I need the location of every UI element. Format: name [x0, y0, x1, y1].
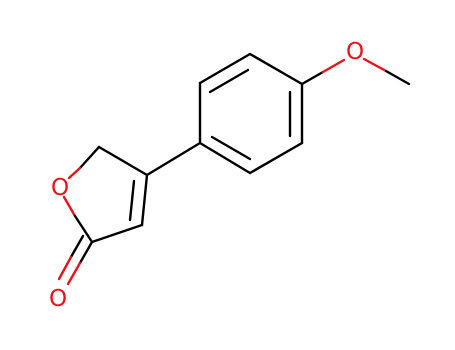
bond-c2-c3 [90, 223, 144, 244]
bond-ar6-ar1 [198, 141, 252, 175]
bond-ar4-ome-red [321, 58, 346, 74]
ring-oxygen-label: O [51, 175, 69, 201]
bond-ar5-ar6 [248, 141, 304, 175]
bond-o-ch3-black [384, 69, 411, 86]
bond-carbonyl-a-black [78, 240, 94, 265]
bond-ar3-ar4 [248, 52, 304, 86]
bond-c4-c5 [97, 145, 149, 177]
bond-ar4-ome-black [300, 70, 325, 86]
bond-c5-o1-black [78, 145, 101, 170]
bond-c5-o1-red [67, 166, 82, 180]
bond-ar2-ar3 [198, 52, 252, 85]
bond-o1-c2-red [62, 195, 77, 218]
carbonyl-oxygen-label: O [49, 286, 67, 312]
bond-c3-c4 [140, 173, 149, 227]
bond-o1-c2-black [73, 214, 94, 244]
bond-c3-c4-inner [128, 179, 136, 222]
bond-o-ch3-red [362, 57, 388, 73]
bond-c4-aryl [145, 141, 202, 177]
bond-carbonyl-b-black [69, 234, 85, 259]
bond-ar2-ar3-inner [208, 68, 250, 94]
bond-ar6-ar1-inner [210, 135, 252, 161]
bond-carbonyl-a-red [66, 261, 82, 286]
bond-carbonyl-b-red [57, 255, 73, 281]
methoxy-oxygen-label: O [346, 39, 364, 65]
